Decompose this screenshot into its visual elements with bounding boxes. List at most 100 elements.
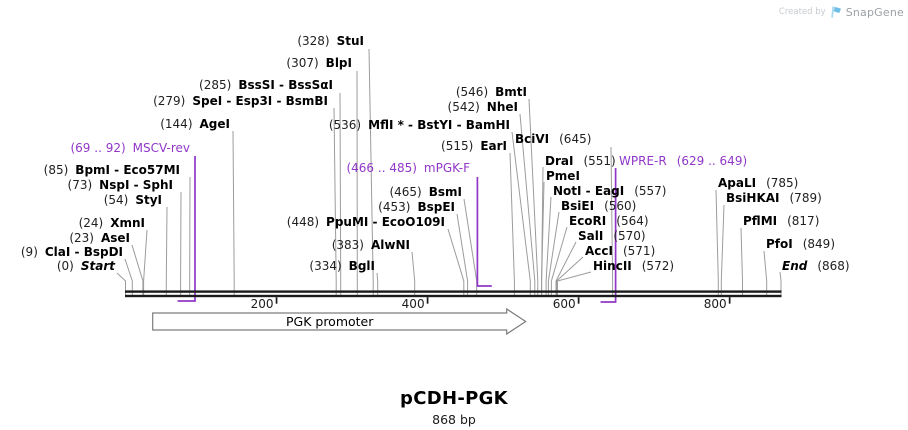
enzyme-name: ApaLI: [718, 176, 757, 190]
enzyme-name: BpmI - Eco57MI: [75, 163, 180, 177]
enzyme-name: NotI - EagI: [553, 184, 625, 198]
enzyme-label-bglI: (334)BglI: [309, 260, 375, 273]
connector-aseI: [131, 244, 144, 295]
enzyme-name: PpuMI - EcoO109I: [326, 215, 445, 229]
enzyme-label-bsiEI: BsiEI(560): [561, 200, 636, 213]
enzyme-name: SpeI - Esp3I - BsmBI: [192, 94, 328, 108]
enzyme-label-bsssI: (285) BssSI - BssSαI: [199, 79, 333, 92]
enzyme-label-xmnI: (24)XmnI: [79, 217, 145, 230]
enzyme-name: BssSI - BssSαI: [238, 78, 333, 92]
enzyme-label-pflMI: PflMI (817): [743, 215, 819, 228]
enzyme-label-blpI: (307)BlpI: [286, 57, 352, 70]
connector-stuI: [368, 48, 374, 295]
connector-ageI: [232, 130, 235, 295]
primer-glyph-mscv-rev: [177, 156, 196, 302]
connector-xmnI: [143, 229, 148, 295]
site-position: (73): [67, 178, 93, 192]
connector-start: [116, 272, 126, 295]
primer-name: mPGK-F: [423, 161, 470, 175]
enzyme-name: ClaI - BspDI: [44, 245, 123, 259]
ruler-top-strand: [125, 290, 782, 293]
connector-bciVI: [610, 146, 614, 295]
enzyme-name: AlwNI: [371, 238, 410, 252]
enzyme-name: PflMI: [743, 214, 778, 228]
connector-pfoI: [763, 250, 768, 295]
enzyme-label-aseI: (23)AseI: [69, 232, 130, 245]
site-position: (551): [583, 154, 616, 168]
enzyme-name: End: [782, 259, 808, 273]
site-position: (564): [616, 214, 649, 228]
site-position: (383): [331, 238, 364, 252]
site-position: (542): [447, 100, 480, 114]
enzyme-name: BsmI: [428, 185, 462, 199]
connector-earI: [509, 152, 515, 295]
enzyme-label-bspEI: (453)BspEI: [378, 201, 455, 214]
site-position: (571): [622, 244, 656, 258]
enzyme-label-nspI: (73) NspI - SphI: [68, 179, 173, 192]
primer-label-mscv-rev: (69 .. 92)MSCV-rev: [70, 142, 190, 155]
site-position: (817): [787, 214, 820, 228]
enzyme-label-ageI: (144)AgeI: [160, 118, 230, 131]
connector-bglI: [376, 272, 379, 295]
primer-glyph-mpgk-f: [476, 177, 492, 287]
site-position: (465): [389, 185, 422, 199]
connector-speI: [333, 107, 337, 295]
enzyme-label-bsiHKAI: BsiHKAI (789): [726, 192, 822, 205]
enzyme-label-salI: SalI(570): [578, 230, 646, 243]
site-position: (328): [297, 34, 330, 48]
plasmid-length: 868 bp: [432, 412, 476, 427]
enzyme-label-notI: NotI - EagI (557): [553, 185, 666, 198]
site-position: (785): [766, 176, 799, 190]
enzyme-label-styI: (54)StyI: [104, 194, 162, 207]
title-block: pCDH-PGK 868 bp: [0, 388, 908, 427]
enzyme-name: BlpI: [325, 56, 352, 70]
enzyme-label-bsmI: (465) BsmI: [389, 186, 462, 199]
connector-end: [779, 271, 782, 295]
feature-label-pgk-promoter: PGK promoter: [285, 314, 374, 329]
connector-nheI: [519, 113, 536, 295]
site-position: (515): [441, 139, 474, 153]
enzyme-label-pfoI: PfoI(849): [766, 238, 835, 251]
connector-notI: [545, 196, 552, 295]
enzyme-name: EarI: [480, 139, 507, 153]
site-position: (54): [103, 193, 129, 207]
enzyme-label-apaLI: ApaLI (785): [718, 177, 798, 190]
connector-hincII: [557, 271, 592, 295]
enzyme-name: PmeI: [546, 169, 580, 183]
site-position: (789): [789, 191, 822, 205]
enzyme-name: BsiHKAI: [726, 191, 780, 205]
connector-apaLI: [715, 189, 719, 295]
site-position: (629 .. 649): [676, 154, 748, 168]
enzyme-label-accI: AccI(571): [585, 245, 655, 258]
primer-glyph-wpre-r: [600, 168, 617, 303]
connector-ecoRI: [550, 226, 568, 295]
site-position: (285): [199, 78, 232, 92]
enzyme-label-bciVI: BciVI(645): [515, 133, 591, 146]
connector-pmeI: [541, 181, 545, 295]
connector-bmtI: [528, 98, 539, 295]
site-position: (466 .. 485): [346, 161, 417, 175]
enzyme-name: SalI: [578, 229, 604, 243]
primer-name: WPRE-R: [619, 154, 667, 168]
enzyme-label-start: (0)Start: [57, 260, 115, 273]
site-position: (0): [56, 259, 74, 273]
primer-name: MSCV-rev: [132, 141, 190, 155]
enzyme-name: XmnI: [110, 216, 145, 230]
enzyme-name: BciVI: [515, 132, 550, 146]
site-position: (557): [634, 184, 667, 198]
site-position: (279): [153, 94, 186, 108]
ruler-tick-label-600: 600: [552, 297, 576, 311]
site-position: (144): [160, 117, 193, 131]
connector-mflI: [511, 131, 531, 295]
site-position: (868): [817, 259, 850, 273]
enzyme-name: NspI - SphI: [99, 178, 173, 192]
primer-label-wpre-r: WPRE-R (629 .. 649): [619, 155, 747, 168]
connector-alwNI: [411, 251, 416, 295]
connector-bspEI: [456, 213, 469, 295]
site-position: (849): [802, 237, 836, 251]
enzyme-label-ecoRI: EcoRI(564): [569, 215, 649, 228]
ruler-tick-label-800: 800: [703, 297, 727, 311]
enzyme-label-nheI: (542)NheI: [448, 101, 518, 114]
snapgene-logo-icon: [830, 5, 842, 19]
